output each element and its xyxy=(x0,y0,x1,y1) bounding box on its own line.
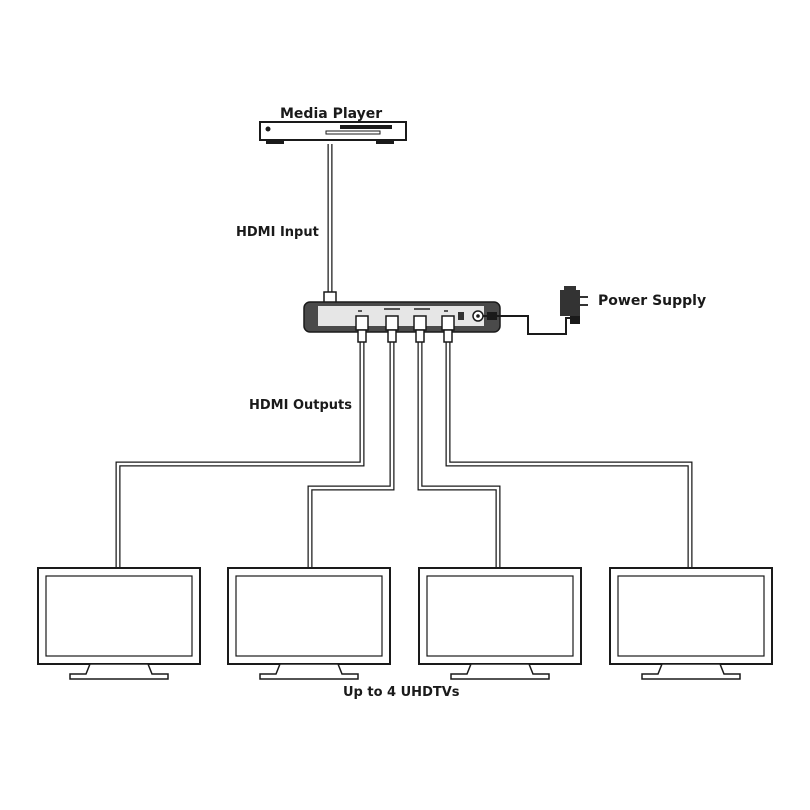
power-supply xyxy=(483,286,588,335)
tv-1 xyxy=(37,567,201,680)
hdmi-input-label: HDMI Input xyxy=(236,225,319,240)
hdmi-input-cable xyxy=(323,144,337,321)
hdmi-output-cables xyxy=(115,315,693,568)
hdmi-splitter xyxy=(303,301,501,333)
tv-4 xyxy=(609,567,773,680)
media-player xyxy=(259,121,407,144)
tvs-label: Up to 4 UHDTVs xyxy=(343,685,460,700)
media-player-label: Media Player xyxy=(280,106,382,122)
tv-2 xyxy=(227,567,391,680)
power-supply-label: Power Supply xyxy=(598,293,706,309)
tv-3 xyxy=(418,567,582,680)
hdmi-outputs-label: HDMI Outputs xyxy=(249,398,352,413)
